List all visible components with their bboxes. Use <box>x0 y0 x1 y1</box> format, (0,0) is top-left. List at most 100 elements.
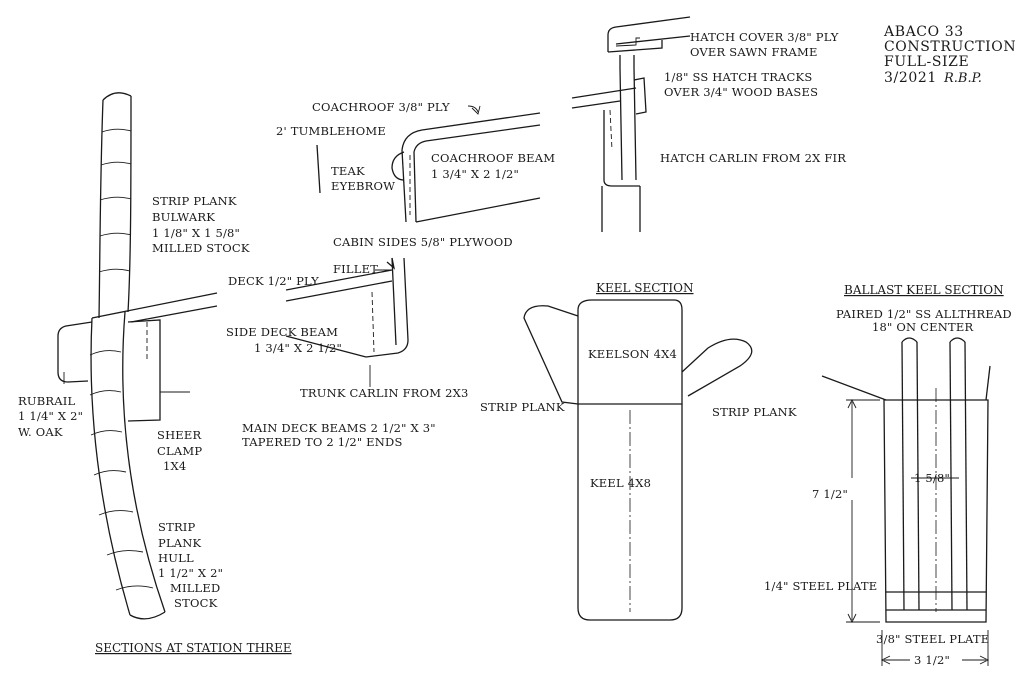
label-tracks-2: OVER 3/4" WOOD BASES <box>664 85 818 99</box>
bulwark-inner-edge <box>127 95 132 313</box>
label-coachroof-beam-1: COACHROOF BEAM <box>431 151 555 165</box>
hatch-cover-under <box>615 35 691 45</box>
label-trunk-carlin: TRUNK CARLIN FROM 2X3 <box>300 386 469 400</box>
keel-section-heading: KEEL SECTION <box>596 281 694 295</box>
allthread-left-cap <box>901 337 918 343</box>
label-main-beams-1: MAIN DECK BEAMS 2 1/2" X 3" <box>242 421 436 435</box>
label-steel-plate-top: 1/4" STEEL PLATE <box>764 579 877 593</box>
hull-outer-edge <box>90 317 131 616</box>
bulwark-outer-edge <box>98 99 104 319</box>
hatch-cover-top <box>607 16 691 52</box>
allthread-right-cap <box>949 337 966 343</box>
hull-bottom-end <box>129 611 166 620</box>
keel-section: KEEL SECTION KEELSON 4X4 KEEL 4X8 STRIP … <box>480 281 797 621</box>
title-date: 3/2021 <box>884 70 937 86</box>
label-rubrail-2: 1 1/4" X 2" <box>18 409 83 423</box>
label-hull-6: STOCK <box>174 596 218 610</box>
label-tumblehome: 2' TUMBLEHOME <box>276 124 386 138</box>
cabin-side-lower-inner <box>365 257 409 358</box>
label-strip-plank-left: STRIP PLANK <box>480 400 565 414</box>
track-base <box>633 77 647 115</box>
signature: R.B.P. <box>943 71 982 86</box>
label-eyebrow-1: TEAK <box>331 164 365 178</box>
hull-section: STRIP PLANK BULWARK 1 1/8" X 1 5/8" MILL… <box>18 92 292 655</box>
label-eyebrow-2: EYEBROW <box>331 179 395 193</box>
hull-flank-left <box>821 375 887 401</box>
ballast-section: BALLAST KEEL SECTION PAIRED 1/2" SS ALLT… <box>764 283 1012 667</box>
coaming-bottom <box>571 100 621 109</box>
label-side-deck-beam-1: SIDE DECK BEAM <box>226 325 338 339</box>
label-coachroof: COACHROOF 3/8" PLY <box>312 100 450 114</box>
height-arrow-bottom <box>847 613 857 624</box>
teak-eyebrow <box>391 151 405 181</box>
label-bulwark-4: MILLED STOCK <box>152 241 250 255</box>
label-allthread-2: 18" ON CENTER <box>872 320 973 334</box>
label-allthread-1: PAIRED 1/2" SS ALLTHREAD <box>836 307 1012 321</box>
label-main-beams-2: TAPERED TO 2 1/2" ENDS <box>242 435 403 449</box>
label-sheer-3: 1X4 <box>163 459 186 473</box>
strip-plank-right <box>681 338 753 397</box>
allthread-left-outer <box>901 341 905 611</box>
label-rubrail-1: RUBRAIL <box>18 394 76 408</box>
label-bulwark-3: 1 1/8" X 1 5/8" <box>152 226 240 240</box>
caption-station-three: SECTIONS AT STATION THREE <box>95 641 292 655</box>
label-tracks-1: 1/8" SS HATCH TRACKS <box>664 70 812 84</box>
strip-plank-left <box>523 305 579 405</box>
trunk-carlin-fastener <box>371 291 375 353</box>
fillet <box>386 257 396 270</box>
label-hatch-carlin: HATCH CARLIN FROM 2X FIR <box>660 151 846 165</box>
cabin-section: COACHROOF 3/8" PLY 2' TUMBLEHOME TEAK EY… <box>226 100 555 449</box>
hatch-carlin-inner <box>633 55 637 181</box>
deck-bottom <box>285 280 393 302</box>
label-bulwark-2: BULWARK <box>152 210 215 224</box>
label-cabin-sides: CABIN SIDES 5/8" PLYWOOD <box>333 235 513 249</box>
label-sheer-2: CLAMP <box>157 444 202 458</box>
hull-inner-edge <box>122 311 166 613</box>
hatch-section: HATCH COVER 3/8" PLY OVER SAWN FRAME 1/8… <box>571 16 846 232</box>
label-hull-4: 1 1/2" X 2" <box>158 566 223 580</box>
cabin-side-lower-outer <box>391 257 397 346</box>
label-steel-plate-bottom: 3/8" STEEL PLATE <box>876 632 989 646</box>
allthread-right-inner <box>964 341 968 611</box>
label-keelson: KEELSON 4X4 <box>588 347 677 361</box>
hatch-track <box>615 37 640 47</box>
cabin-side-inner <box>413 151 417 223</box>
coachroof-beam-bottom <box>415 197 541 223</box>
deck-edge-bottom <box>130 305 218 323</box>
deck-top <box>285 269 393 291</box>
ballast-body <box>883 399 989 623</box>
sheer-clamp <box>127 319 161 422</box>
label-strip-plank-right: STRIP PLANK <box>712 405 797 419</box>
label-hatch-cover-2: OVER SAWN FRAME <box>690 45 818 59</box>
title-line-2: CONSTRUCTION <box>884 39 1016 55</box>
allthread-right-outer <box>949 341 953 611</box>
label-side-deck-beam-2: 1 3/4" X 2 1/2" <box>254 341 342 355</box>
coachroof-under <box>413 124 541 153</box>
bulwark-top <box>102 92 132 101</box>
deck-edge-top <box>91 292 218 319</box>
label-rubrail-3: W. OAK <box>18 425 63 439</box>
label-deck: DECK 1/2" PLY <box>228 274 319 288</box>
carlin-fastener <box>609 109 613 151</box>
hatch-frame <box>607 40 663 53</box>
coachroof-arrowhead <box>471 105 481 115</box>
width-arrow-right <box>979 655 990 665</box>
label-hull-1: STRIP <box>158 520 196 534</box>
carlin-lower <box>603 110 640 187</box>
hull-flank-right <box>985 365 991 401</box>
title-block: ABACO 33 CONSTRUCTION FULL-SIZE 3/2021 R… <box>883 24 1016 86</box>
label-hull-5: MILLED <box>170 581 220 595</box>
label-hull-3: HULL <box>158 551 194 565</box>
tumblehome-line <box>316 144 321 194</box>
side-deck-beam-bottom <box>285 335 367 358</box>
width-arrow-left <box>880 655 891 665</box>
coachroof-top <box>401 112 541 151</box>
coachroof-leader <box>467 105 479 113</box>
label-fillet: FILLET <box>333 262 378 276</box>
label-hull-2: PLANK <box>158 536 202 550</box>
title-line-1: ABACO 33 <box>883 24 964 40</box>
label-width: 3 1/2" <box>914 653 950 667</box>
cabin-side-outer <box>401 149 407 223</box>
